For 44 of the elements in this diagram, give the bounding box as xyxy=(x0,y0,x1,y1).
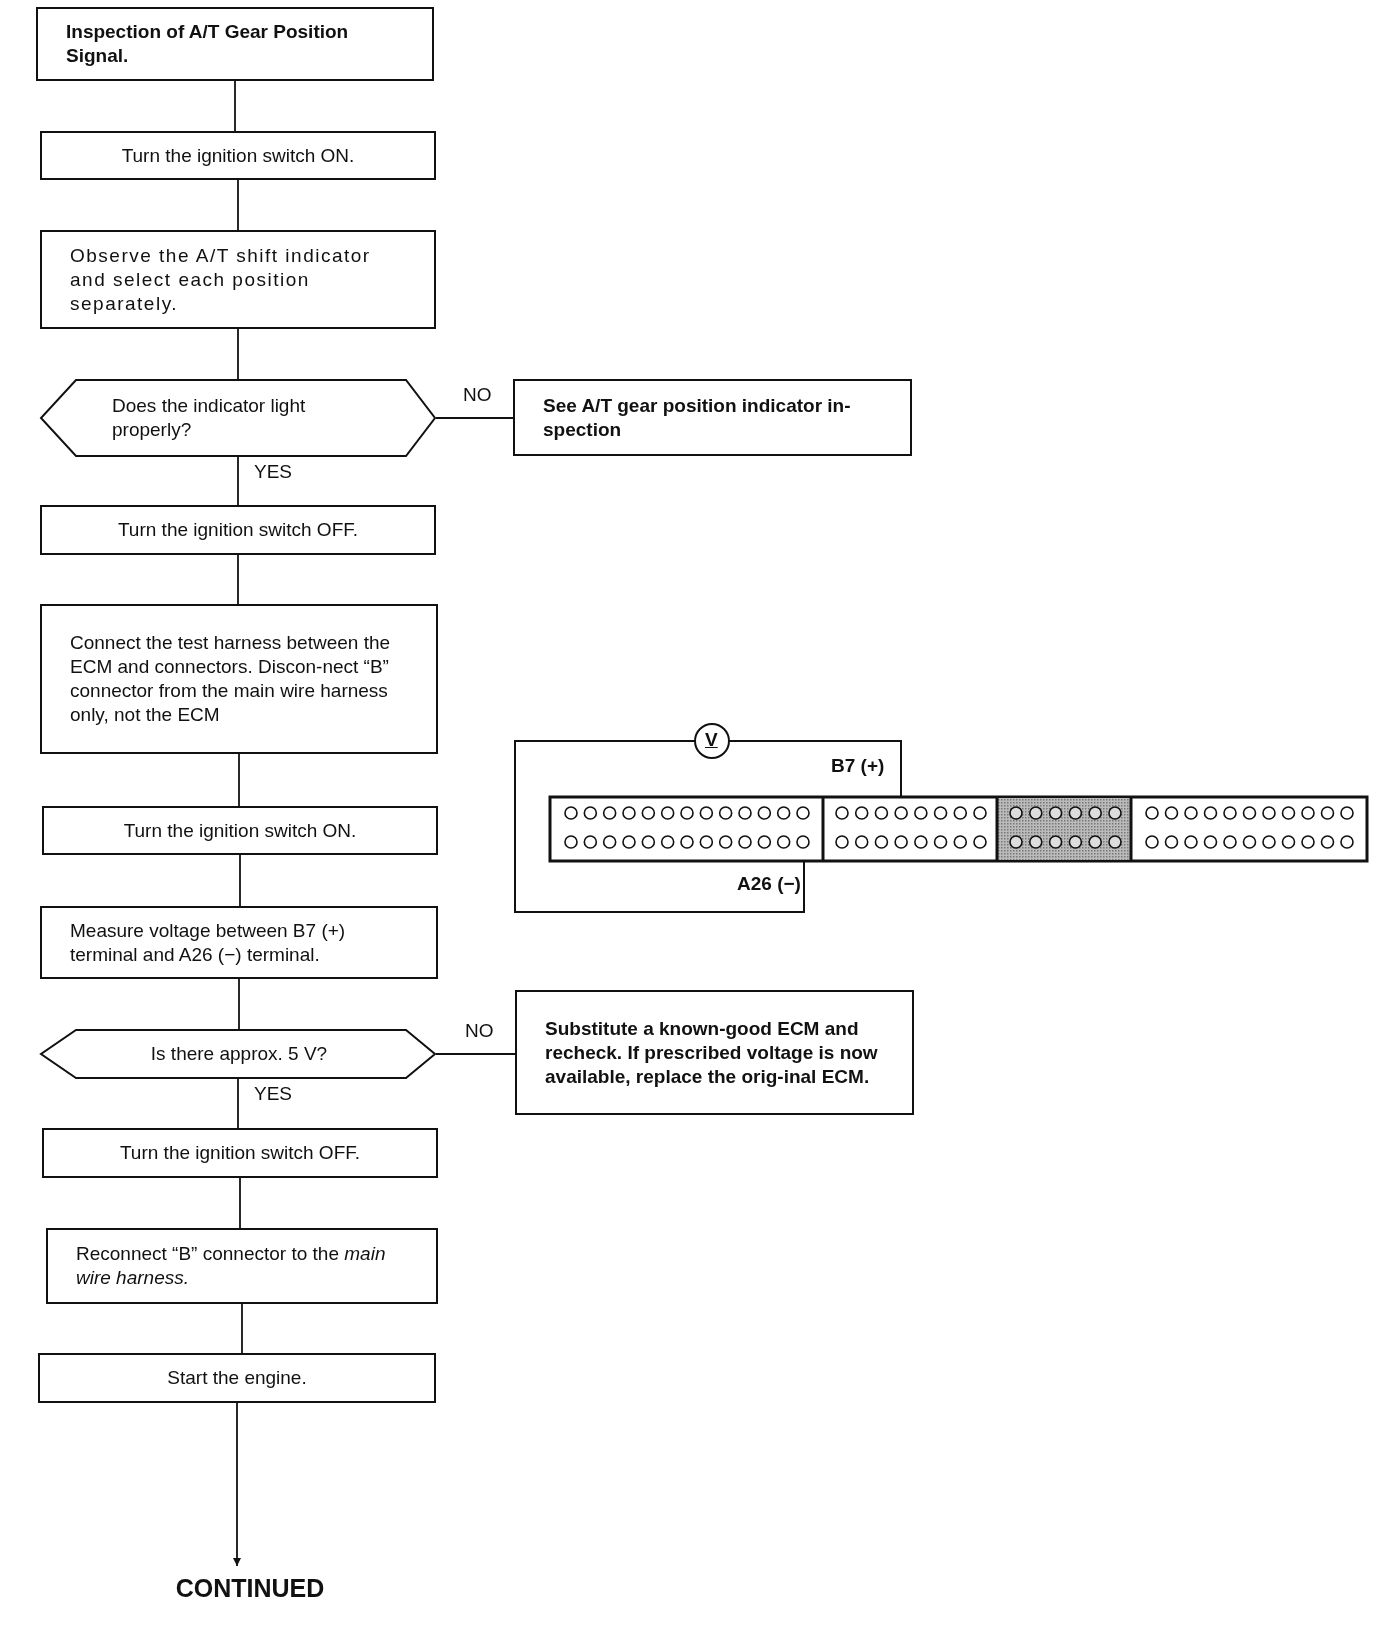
decision-hexagon xyxy=(40,379,436,457)
process-box xyxy=(46,1228,438,1304)
connector-line xyxy=(238,753,240,807)
node-text: Does the indicator light properly? xyxy=(112,394,307,442)
connector-line xyxy=(239,1177,241,1229)
node-text: Turn the ignition switch ON. xyxy=(120,143,356,168)
process-box xyxy=(40,505,436,555)
continued-text: CONTINUED xyxy=(165,1570,335,1606)
node-text: Turn the ignition switch OFF. xyxy=(116,518,360,542)
node-text: Inspection of A/T Gear Position Signal. xyxy=(66,20,350,68)
node-text: Substitute a known-good ECM and recheck. If prescribed voltage is now available, replace the orig-inal ECM. xyxy=(545,1016,879,1089)
process-box xyxy=(40,604,438,754)
process-box xyxy=(40,230,436,329)
connector-line xyxy=(237,554,239,605)
process-box xyxy=(38,1353,436,1403)
connector-line xyxy=(238,978,240,1030)
node-text: Reconnect “B” connector to the main wire harness. xyxy=(76,1242,387,1290)
connector-line xyxy=(237,328,239,380)
node-text: Connect the test harness between the ECM and connectors. Discon-nect “B” connector from the main wire harness only, not the ECM xyxy=(70,631,392,727)
connector-line xyxy=(241,1303,243,1354)
process-box xyxy=(42,1128,438,1178)
process-box xyxy=(36,7,434,81)
process-box xyxy=(42,806,438,855)
connector-line xyxy=(237,456,239,506)
node-text: See A/T gear position indicator in-spection xyxy=(543,393,852,442)
connector-line xyxy=(239,854,241,907)
node-text: Observe the A/T shift indicator and select each position separately. xyxy=(70,243,372,316)
node-text: Turn the ignition switch OFF. xyxy=(118,1141,362,1165)
decision-hexagon xyxy=(40,1029,436,1079)
arrow xyxy=(233,1402,241,1567)
connector-line xyxy=(435,1053,516,1055)
process-box xyxy=(40,906,438,979)
node-text: Turn the ignition switch ON. xyxy=(122,818,358,843)
connector-line xyxy=(234,80,236,132)
node-text: Measure voltage between B7 (+) terminal and A26 (−) terminal. xyxy=(70,918,347,967)
connector-line xyxy=(237,179,239,231)
connector-line xyxy=(435,417,514,419)
process-box xyxy=(513,379,912,456)
connector-line xyxy=(237,1078,239,1129)
process-box xyxy=(515,990,914,1115)
node-text: Is there approx. 5 V? xyxy=(149,1042,329,1066)
process-box xyxy=(40,131,436,180)
voltmeter-label: V xyxy=(705,730,718,750)
node-text: Start the engine. xyxy=(166,1366,308,1390)
